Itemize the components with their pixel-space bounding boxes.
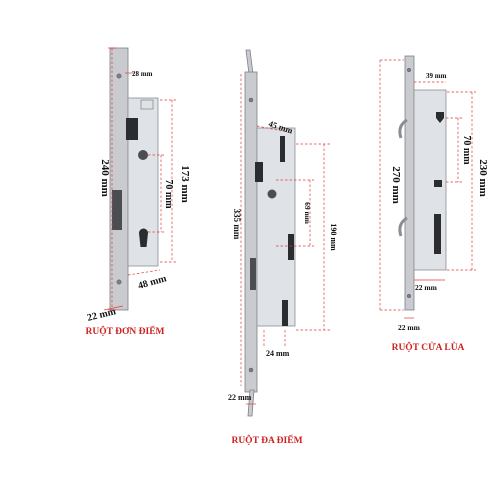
multi-lock-latch <box>255 162 263 182</box>
hook-lock-caption: RUỘT CỬA LÙA <box>392 340 465 353</box>
multi-lock-caption: RUỘT ĐA ĐIỂM <box>231 433 302 446</box>
multi-lock-top-hook <box>245 49 254 75</box>
hook-spacing-label: 70 mm <box>461 135 472 165</box>
single-lock-faceplate <box>109 47 129 311</box>
hook-lock-spindle-square <box>434 180 442 187</box>
hook-backset-label: 39 mm <box>426 72 447 80</box>
single-lock-latch <box>126 118 138 140</box>
multi-lock-deadbolt <box>250 258 256 290</box>
hook-lock-faceplate <box>404 55 415 311</box>
single-top-dim-label: 28 mm <box>132 70 153 78</box>
multi-lock-bottom-slot <box>282 300 288 326</box>
hook-total-height-label: 270 mm <box>390 166 402 204</box>
multi-lock-screw-bottom <box>248 367 254 373</box>
hook-faceplate-width-label: 22 mm <box>415 283 438 292</box>
single-point-lock: 240 mm 28 mm 173 mm 70 mm 48 mm 22 mm RU… <box>86 47 191 337</box>
hook-lock-cylinder-slot <box>434 214 441 254</box>
single-lock-bracket <box>140 99 154 110</box>
sliding-door-lock: 39 mm 270 mm 230 mm 70 mm 22 mm 22 mm RU… <box>379 55 489 353</box>
hook-body-height-label: 230 mm <box>477 159 489 197</box>
hook-lock-screw-bottom <box>406 293 412 299</box>
single-faceplate-width-label: 22 mm <box>86 306 118 324</box>
single-lock-deadbolt <box>112 190 122 230</box>
single-lock-caption: RUỘT ĐƠN ĐIỂM <box>86 324 165 337</box>
hook-lock-lower-hook <box>398 216 408 237</box>
single-lock-spindle-hole <box>138 150 148 160</box>
single-lock-screw-top <box>116 73 122 79</box>
multi-spacing-label: 69 mm <box>303 202 312 225</box>
multi-point-lock: 45 mm 335 mm 190 mm 69 mm 24 mm 22 mm RU… <box>228 49 338 446</box>
multi-body-height-label: 190 mm <box>329 223 338 251</box>
multi-lock-bottom-hook <box>247 389 255 417</box>
multi-lock-cylinder-slot <box>288 234 294 260</box>
multi-lock-faceplate <box>244 71 258 393</box>
single-lock-screw-bottom <box>116 279 122 285</box>
single-backset-label: 48 mm <box>137 273 169 292</box>
multi-faceplate-width-label: 22 mm <box>228 393 252 402</box>
single-body-height-label: 173 mm <box>179 165 191 203</box>
hook-lock-screw-top <box>406 67 412 73</box>
multi-lock-body <box>256 127 296 327</box>
hook-lock-upper-hook <box>398 118 408 139</box>
hook-bottom-width-label: 22 mm <box>398 323 421 332</box>
multi-lock-screw-top <box>248 97 254 103</box>
hook-lock-top-notch <box>436 112 444 123</box>
multi-lock-top-slot <box>280 136 285 162</box>
single-total-height-label: 240 mm <box>99 159 111 197</box>
multi-lock-spindle-hole <box>267 189 277 199</box>
single-lock-cylinder-hole <box>139 228 148 247</box>
single-spacing-label: 70 mm <box>163 179 174 209</box>
multi-bottom-dim-label: 24 mm <box>266 349 290 358</box>
multi-total-height-label: 335 mm <box>232 209 242 240</box>
